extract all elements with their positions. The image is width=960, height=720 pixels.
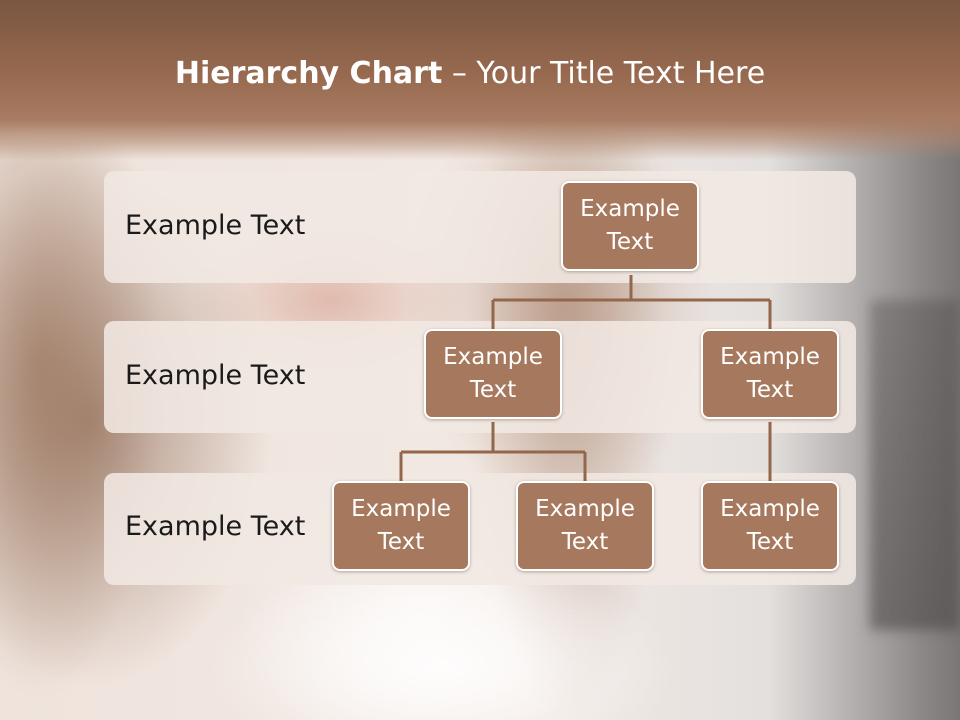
node-grandchild-2[interactable]: Example Text [516, 481, 654, 571]
node-grandchild-1[interactable]: Example Text [332, 481, 470, 571]
node-root-text: Example Text [580, 196, 680, 255]
title-rest: – Your Title Text Here [442, 56, 766, 91]
node-child-left[interactable]: Example Text [424, 329, 562, 419]
node-child-right[interactable]: Example Text [701, 329, 839, 419]
node-grandchild-2-text: Example Text [535, 496, 635, 555]
background-shirt [200, 560, 680, 720]
node-grandchild-3-text: Example Text [720, 496, 820, 555]
node-grandchild-1-text: Example Text [351, 496, 451, 555]
title-bold: Hierarchy Chart [174, 56, 443, 91]
node-child-left-text: Example Text [443, 344, 543, 403]
background-dark-area [870, 300, 960, 630]
connector-child-left [399, 422, 587, 482]
node-root[interactable]: Example Text [561, 181, 699, 271]
connector-root [491, 275, 772, 330]
level-band-1 [104, 171, 856, 283]
level-label-2[interactable]: Example Text [125, 360, 306, 391]
level-label-1[interactable]: Example Text [125, 210, 306, 241]
node-grandchild-3[interactable]: Example Text [701, 481, 839, 571]
slide-title[interactable]: Hierarchy Chart – Your Title Text Here [0, 56, 940, 91]
title-bar [0, 0, 960, 160]
node-child-right-text: Example Text [720, 344, 820, 403]
level-label-3[interactable]: Example Text [125, 511, 306, 542]
